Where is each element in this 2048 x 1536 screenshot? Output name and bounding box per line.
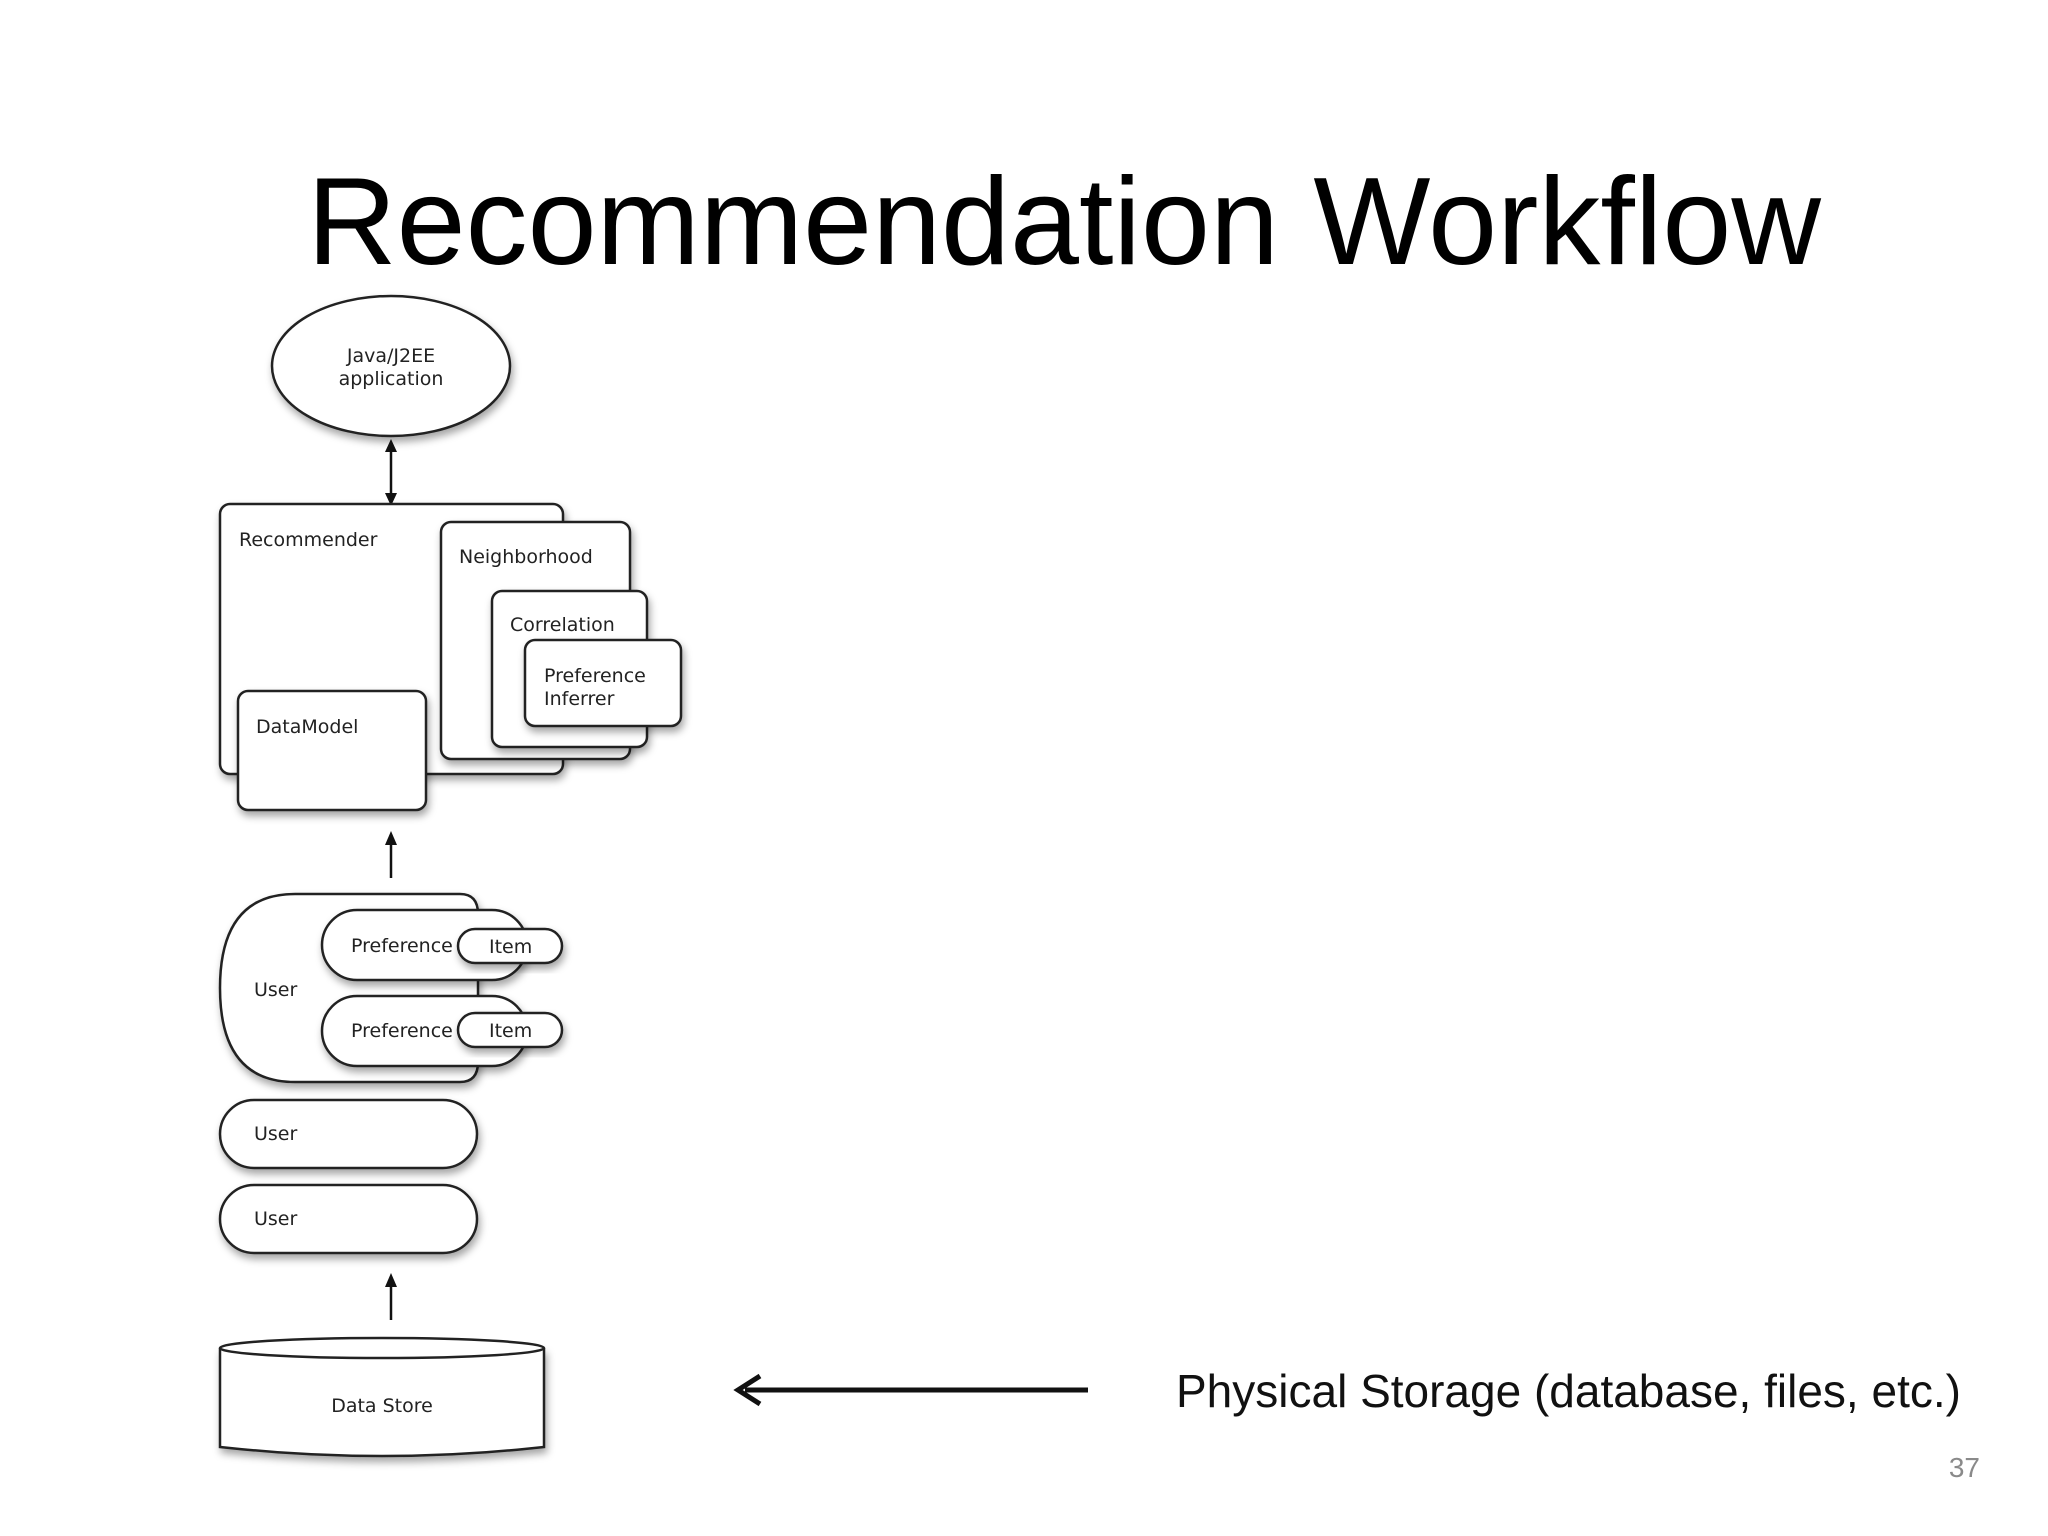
data-store-node: Data Store <box>218 1336 546 1458</box>
storage-caption: Physical Storage (database, files, etc.) <box>1176 1365 1961 1417</box>
preference-inferrer-node: Preference Inferrer <box>523 638 683 728</box>
application-label-line2: application <box>339 368 444 390</box>
neighborhood-label: Neighborhood <box>459 546 593 568</box>
datamodel-node: DataModel <box>236 689 428 812</box>
user-3-label: User <box>254 1208 297 1230</box>
user-main-label: User <box>254 979 297 1001</box>
preference-1-label: Preference <box>351 935 453 957</box>
application-node: Java/J2EE application <box>270 294 512 438</box>
item-1-pill <box>456 927 564 965</box>
storage-pointer-arrow <box>733 1373 1088 1407</box>
correlation-label: Correlation <box>510 614 615 636</box>
application-label-line1: Java/J2EE <box>346 345 435 367</box>
item-2-label: Item <box>489 1020 532 1042</box>
item-2-pill <box>456 1011 564 1049</box>
preference-row-1: Preference Item <box>320 908 564 982</box>
preference-inferrer-label-line2: Inferrer <box>544 688 615 710</box>
user-2-label: User <box>254 1123 297 1145</box>
page-number: 37 <box>1948 1452 1980 1483</box>
preference-inferrer-label-line1: Preference <box>544 665 646 687</box>
user-node-3: User <box>218 1183 479 1255</box>
datamodel-label: DataModel <box>256 716 358 738</box>
item-1-label: Item <box>489 936 532 958</box>
app-recommender-arrow <box>385 439 397 506</box>
slide-title: Recommendation Workflow <box>307 153 1821 291</box>
preference-2-label: Preference <box>351 1020 453 1042</box>
user-node-2: User <box>218 1098 479 1170</box>
recommender-label: Recommender <box>239 529 378 551</box>
datastore-to-users-arrow <box>385 1273 397 1320</box>
preference-row-2: Preference Item <box>320 994 564 1068</box>
users-to-datamodel-arrow <box>385 831 397 878</box>
data-store-label: Data Store <box>331 1395 433 1417</box>
